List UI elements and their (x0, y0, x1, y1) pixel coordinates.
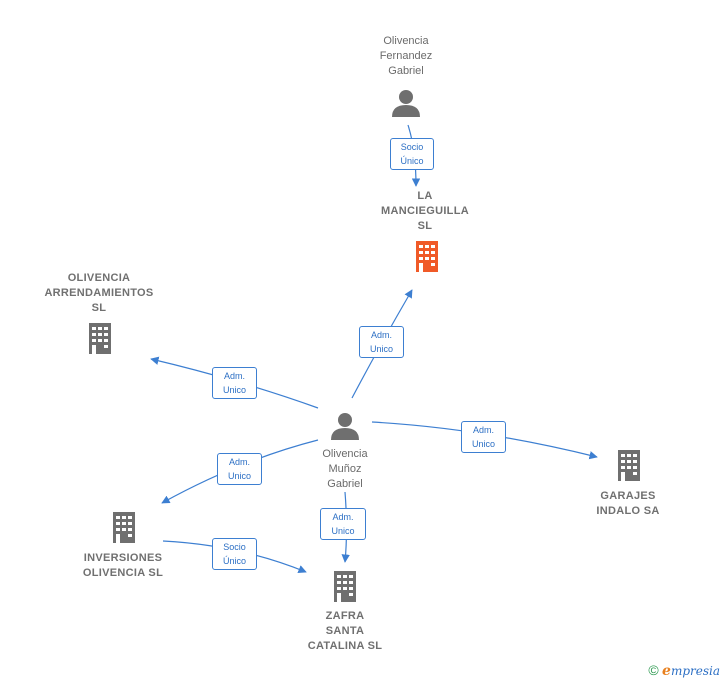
building-icon[interactable] (334, 571, 356, 602)
person-icon[interactable] (392, 90, 420, 117)
edge-label-socio-unico: Socio Único (390, 138, 434, 170)
building-icon-highlighted[interactable] (416, 241, 438, 272)
brand-name: mpresia (670, 664, 720, 678)
building-icon[interactable] (618, 450, 640, 481)
node-label-olivencia-arrendamientos[interactable]: OLIVENCIA ARRENDAMIENTOS SL (44, 272, 154, 314)
node-label-olivencia-munoz[interactable]: Olivencia Muñoz Gabriel (322, 448, 368, 490)
person-icon[interactable] (331, 413, 359, 440)
edge-label-socio-unico: Socio Único (212, 538, 257, 570)
edge-label-adm-unico: Adm. Unico (212, 367, 257, 399)
building-icon[interactable] (113, 512, 135, 543)
node-label-olivencia-fernandez[interactable]: Olivencia Fernandez Gabriel (379, 35, 433, 77)
edge-label-adm-unico: Adm. Unico (320, 508, 366, 540)
brand-initial: e (662, 663, 671, 679)
edge-label-adm-unico: Adm. Unico (217, 453, 262, 485)
node-label-garajes-indalo[interactable]: GARAJES INDALO SA (596, 490, 660, 517)
empresia-logo[interactable]: © empresia (648, 662, 720, 679)
node-label-zafra-santa-catalina[interactable]: ZAFRA SANTA CATALINA SL (307, 610, 383, 652)
node-label-inversiones-olivencia[interactable]: INVERSIONES OLIVENCIA SL (82, 552, 164, 579)
node-label-la-mancieguilla[interactable]: LA MANCIEGUILLA SL (381, 190, 469, 232)
edge-label-adm-unico: Adm. Unico (359, 326, 404, 358)
copyright-icon: © (648, 662, 659, 678)
building-icon[interactable] (89, 323, 111, 354)
edge-label-adm-unico: Adm. Unico (461, 421, 506, 453)
